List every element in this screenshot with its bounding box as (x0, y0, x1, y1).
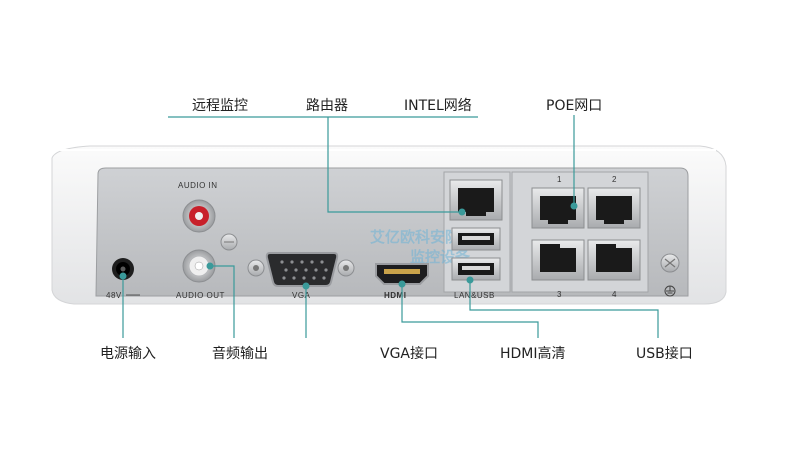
vga-connector[interactable] (247, 252, 355, 287)
vga-label: VGA (292, 291, 311, 300)
poe-2-number: 2 (612, 175, 617, 184)
ground-screw (220, 233, 238, 251)
poe-port-3[interactable] (531, 239, 585, 281)
leader-endpoints (119, 202, 578, 290)
poe-port-4[interactable] (587, 239, 641, 281)
chassis-screw (660, 253, 680, 273)
lan-port[interactable] (449, 179, 503, 221)
audio-in-label: AUDIO IN (178, 181, 218, 190)
poe-1-number: 1 (557, 175, 562, 184)
hdmi-leader (401, 284, 539, 338)
hdmi-label: HDMI (384, 291, 406, 300)
audio-out-label: AUDIO OUT (176, 291, 225, 300)
poe-3-number: 3 (557, 290, 562, 299)
poe-4-number: 4 (612, 290, 617, 299)
audio-leader (210, 265, 235, 338)
usb-leader (469, 280, 659, 338)
poe-port-2[interactable] (587, 187, 641, 229)
callout-usb-port: USB接口 (636, 345, 693, 362)
callout-remote-monitoring: 远程监控 (192, 98, 248, 114)
dc-label: 48V (106, 291, 122, 300)
callout-intel-network: INTEL网络 (404, 98, 472, 114)
usb-port-lower[interactable] (451, 257, 501, 281)
callout-power-input: 电源输入 (100, 346, 156, 362)
router-leader (327, 117, 462, 213)
callout-hdmi-hd: HDMI高清 (500, 345, 566, 362)
leader-lines (122, 115, 659, 338)
lan-usb-label: LAN&USB (454, 291, 495, 300)
usb-port-upper[interactable] (451, 227, 501, 251)
callout-router: 路由器 (306, 98, 348, 114)
audio-in-jack[interactable] (182, 199, 216, 233)
power-jack[interactable] (112, 258, 134, 280)
callout-audio-output: 音频输出 (212, 345, 268, 362)
ground-symbol-icon (664, 285, 676, 297)
hdmi-connector[interactable] (375, 263, 429, 285)
callout-vga-port: VGA接口 (380, 345, 438, 362)
audio-out-jack[interactable] (182, 249, 216, 283)
callout-poe-port: POE网口 (546, 98, 602, 114)
